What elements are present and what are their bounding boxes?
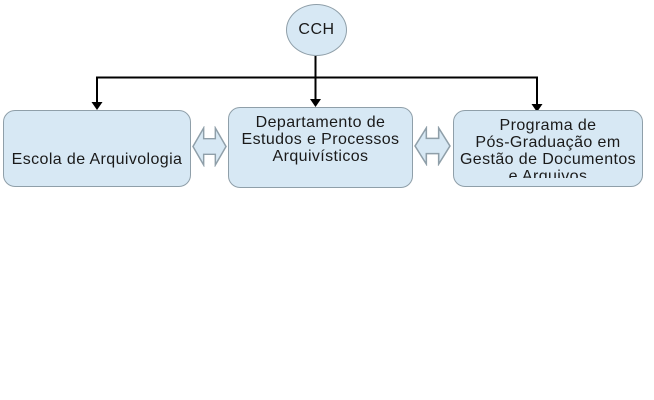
node-label-line: Programa de <box>499 117 597 134</box>
root-node-cch: CCH <box>286 4 347 56</box>
arrowhead-down-middle <box>310 99 321 107</box>
node-label-line: Escola de Arquivologia <box>11 151 183 168</box>
node-label-line: Pós-Graduação em <box>475 134 621 151</box>
node-escola-de-arquivologia: Escola de Arquivologia <box>3 110 191 187</box>
bidirectional-arrow-icon <box>192 126 227 167</box>
node-label-line-clipped: e Arquivos <box>508 168 588 178</box>
root-node-label: CCH <box>298 21 335 38</box>
bidirectional-arrow-icon <box>414 126 451 166</box>
node-text-frame: Programa de Pós-Graduação em Gestão de D… <box>454 117 642 178</box>
node-departamento-estudos-processos: Departamento de Estudos e Processos Arqu… <box>228 107 413 188</box>
arrowhead-down-left <box>91 102 103 110</box>
node-label-line: Estudos e Processos <box>241 131 400 148</box>
node-label-line: Departamento de <box>255 114 386 131</box>
node-label-line: Gestão de Documentos <box>459 151 637 168</box>
node-label-line: Arquivísticos <box>272 148 369 165</box>
node-programa-pos-graduacao: Programa de Pós-Graduação em Gestão de D… <box>453 110 643 187</box>
